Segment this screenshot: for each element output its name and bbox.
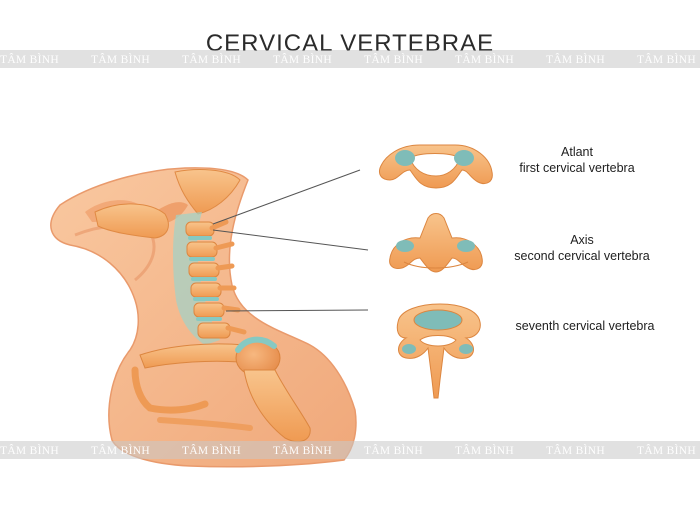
watermark-logo: TÂM BÌNH bbox=[91, 445, 150, 457]
watermark-logo: TÂM BÌNH bbox=[364, 445, 423, 457]
atlas-vertebra bbox=[379, 144, 493, 189]
vertebra-c2 bbox=[186, 241, 218, 261]
leader-line-seventh bbox=[225, 309, 369, 312]
leader-line-atlas bbox=[212, 169, 361, 225]
watermark-band-bottom: TÂM BÌNH TÂM BÌNH TÂM BÌNH TÂM BÌNH TÂM BÌNH… bbox=[0, 441, 700, 459]
watermark-logo: TÂM BÌNH bbox=[182, 445, 241, 457]
label-atlas-desc: first cervical vertebra bbox=[519, 161, 635, 175]
watermark-logo: TÂM BÌNH bbox=[364, 54, 423, 66]
watermark-logo: TÂM BÌNH bbox=[455, 445, 514, 457]
label-atlas: Atlant first cervical vertebra bbox=[502, 144, 652, 176]
cervical-spine bbox=[173, 212, 247, 345]
label-atlas-name: Atlant bbox=[561, 145, 593, 159]
leader-lines bbox=[212, 169, 369, 312]
vertebra-c1 bbox=[185, 221, 215, 240]
seventh-vertebra bbox=[396, 303, 481, 399]
label-axis-desc: second cervical vertebra bbox=[514, 249, 650, 263]
label-axis-name: Axis bbox=[570, 233, 594, 247]
watermark-band-top: TÂM BÌNH TÂM BÌNH TÂM BÌNH TÂM BÌNH TÂM BÌNH… bbox=[0, 50, 700, 68]
vertebra-c5 bbox=[193, 302, 225, 321]
watermark-logo: TÂM BÌNH bbox=[273, 54, 332, 66]
label-seventh-desc: seventh cervical vertebra bbox=[515, 319, 655, 333]
label-axis: Axis second cervical vertebra bbox=[502, 232, 662, 264]
label-seventh: seventh cervical vertebra bbox=[500, 318, 670, 334]
watermark-logo: TÂM BÌNH bbox=[455, 54, 514, 66]
watermark-logo: TÂM BÌNH bbox=[637, 54, 696, 66]
leader-line-axis bbox=[212, 229, 369, 251]
watermark-logo: TÂM BÌNH bbox=[637, 445, 696, 457]
watermark-logo: TÂM BÌNH bbox=[182, 54, 241, 66]
skull-base bbox=[94, 169, 241, 239]
watermark-logo: TÂM BÌNH bbox=[546, 445, 605, 457]
watermark-logo: TÂM BÌNH bbox=[546, 54, 605, 66]
vertebra-c3 bbox=[188, 262, 220, 281]
watermark-logo: TÂM BÌNH bbox=[0, 54, 59, 66]
watermark-logo: TÂM BÌNH bbox=[91, 54, 150, 66]
watermark-logo: TÂM BÌNH bbox=[273, 445, 332, 457]
axis-vertebra bbox=[389, 213, 483, 273]
vertebra-c4 bbox=[190, 282, 222, 301]
vertebra-c7 bbox=[197, 322, 231, 339]
clavicle-shoulder bbox=[131, 336, 311, 443]
watermark-logo: TÂM BÌNH bbox=[0, 445, 59, 457]
